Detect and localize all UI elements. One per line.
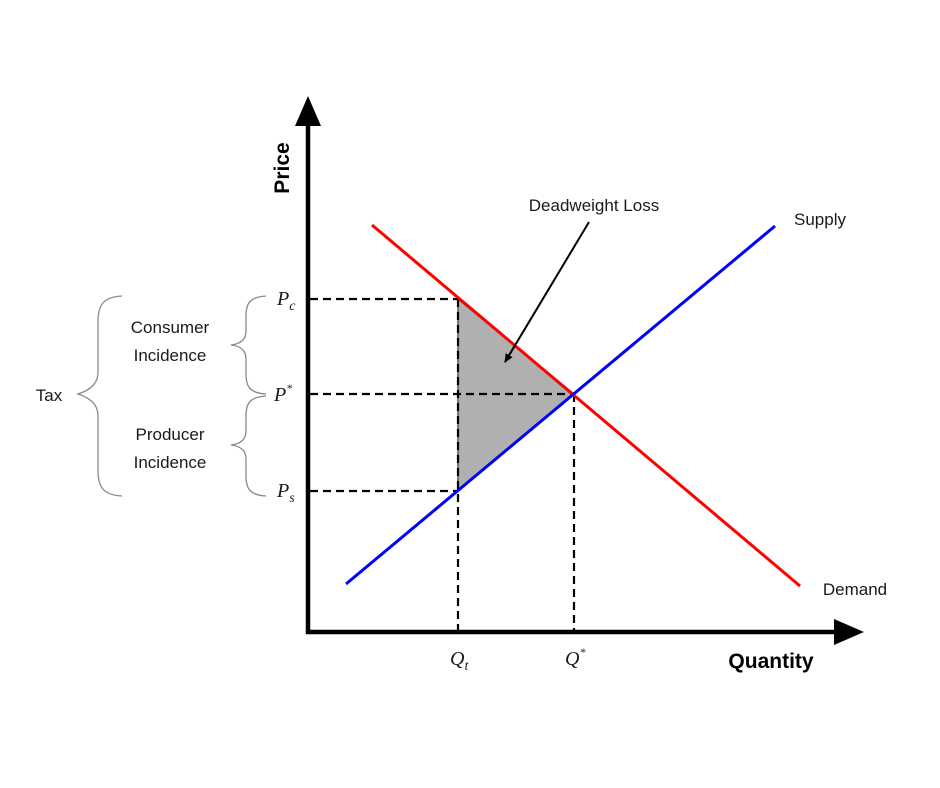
tax-quantity-label: Qt — [450, 648, 469, 674]
demand-curve — [371, 223, 801, 588]
producer-incidence-label-line2: Incidence — [134, 453, 207, 472]
deadweight-loss-area — [457, 297, 576, 493]
y-axis-label: Price — [271, 142, 294, 193]
producer-incidence-brace — [230, 395, 267, 497]
x-axis-arrow — [834, 619, 864, 645]
consumer-incidence-label: Consumer — [131, 318, 210, 337]
consumer-price-label: Pc — [276, 288, 296, 314]
consumer-incidence-brace — [230, 295, 267, 395]
equilibrium-price-label: P* — [273, 381, 292, 406]
deadweight-loss-pointer — [504, 221, 590, 363]
consumer-incidence-label-line2: Incidence — [134, 346, 207, 365]
x-axis-label: Quantity — [728, 650, 813, 673]
producer-incidence-label: Producer — [136, 425, 205, 444]
deadweight-loss-label: Deadweight Loss — [529, 196, 659, 215]
equilibrium-quantity-label: Q* — [565, 645, 585, 670]
demand-label: Demand — [823, 580, 887, 599]
y-axis-arrow — [295, 96, 321, 126]
supply-curve — [345, 224, 776, 586]
supply-label: Supply — [794, 210, 846, 229]
producer-price-label: Ps — [276, 480, 295, 506]
tax-label: Tax — [36, 386, 63, 405]
tax-brace — [75, 295, 123, 497]
